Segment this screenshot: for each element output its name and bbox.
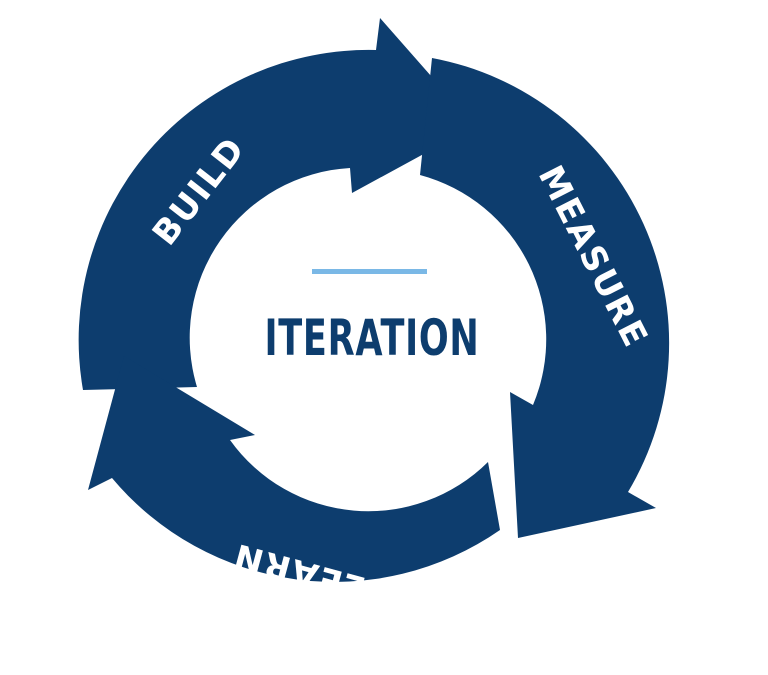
center-title: ITERATION [265, 309, 480, 367]
center-accent-line [312, 269, 427, 274]
learn-arrow [88, 356, 500, 582]
build-arrow [78, 18, 475, 390]
measure-arrow [420, 58, 670, 538]
